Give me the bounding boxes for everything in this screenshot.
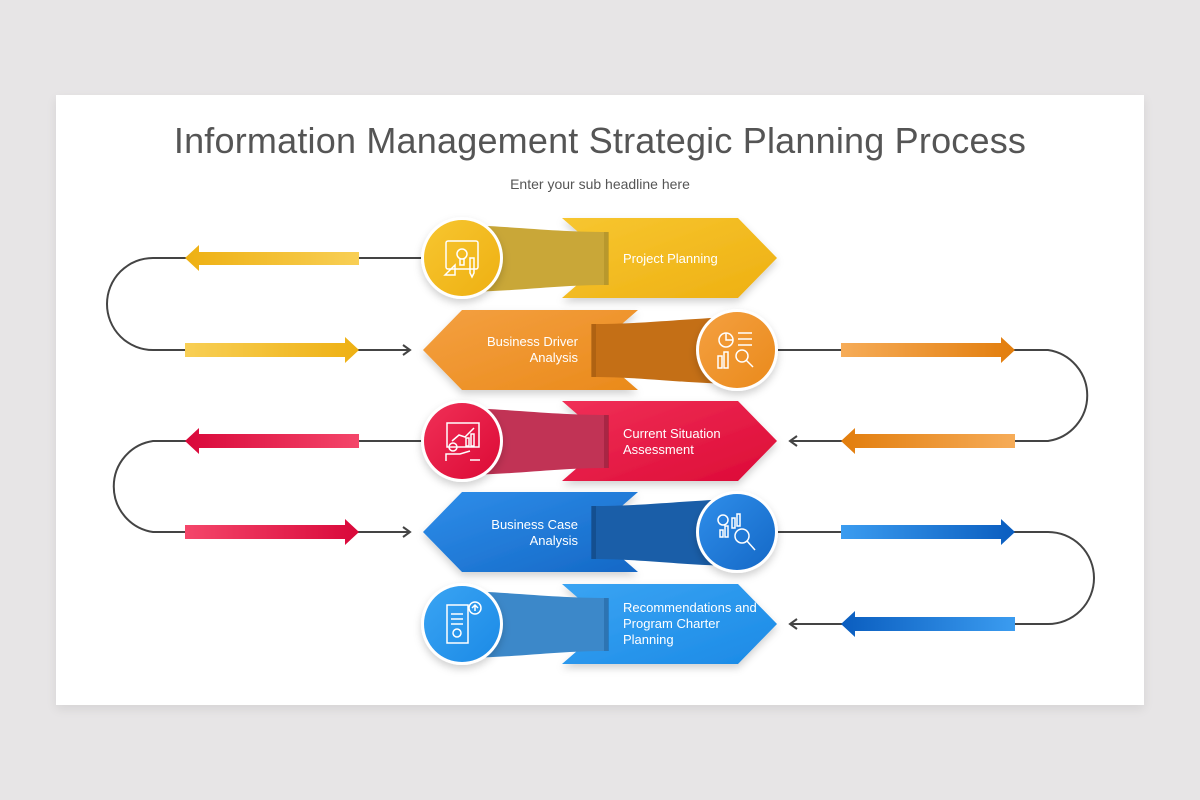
presentation-chart-icon bbox=[445, 422, 480, 461]
certificate-document-icon bbox=[446, 601, 482, 644]
step-1-label: Project Planning bbox=[623, 251, 718, 266]
step-5[interactable] bbox=[421, 583, 777, 665]
analytics-report-icon bbox=[717, 332, 754, 369]
step-3-label: Current Situation Assessment bbox=[623, 426, 721, 457]
right-connector-2 bbox=[778, 531, 1095, 630]
step-1[interactable] bbox=[421, 217, 777, 299]
page-title: Information Management Strategic Plannin… bbox=[173, 120, 1027, 161]
arrow-right-red bbox=[185, 519, 359, 545]
left-connector-2 bbox=[112, 440, 422, 538]
step-2-label: Business Driver Analysis bbox=[486, 334, 578, 365]
step-4[interactable] bbox=[423, 491, 778, 573]
chart-question-search-icon bbox=[717, 513, 756, 551]
arrow-right-blue bbox=[841, 519, 1015, 545]
step-4-label: Business Case Analysis bbox=[491, 517, 578, 548]
arrow-left-orange bbox=[841, 428, 1015, 454]
arrow-left-red bbox=[185, 428, 359, 454]
arrow-left-yellow bbox=[185, 245, 359, 271]
blueprint-lightbulb-icon bbox=[443, 240, 479, 279]
step-5-label: Recommendations and Program Charter Plan… bbox=[623, 600, 757, 647]
right-connector-1 bbox=[778, 349, 1089, 447]
arrow-left-blue bbox=[841, 611, 1015, 637]
arrow-right-orange bbox=[841, 337, 1015, 363]
arrow-right-yellow bbox=[185, 337, 359, 363]
step-2[interactable] bbox=[423, 309, 778, 391]
page-subtitle: Enter your sub headline here bbox=[510, 176, 690, 192]
step-3[interactable] bbox=[421, 400, 777, 482]
left-connector-1 bbox=[106, 257, 422, 356]
